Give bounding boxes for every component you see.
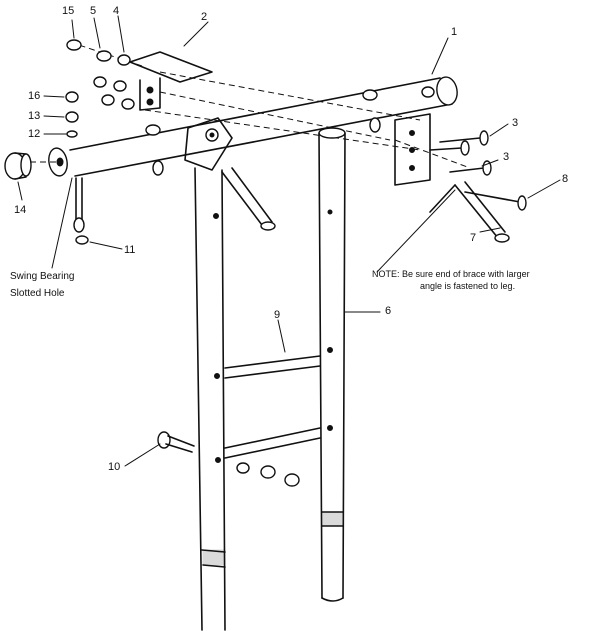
- part-label-10: 10: [108, 461, 121, 473]
- assembly-note-line-1: NOTE: Be sure end of brace with larger: [372, 269, 530, 279]
- part-label-13: 13: [28, 110, 41, 122]
- part-label-3-lower: 3: [503, 151, 510, 163]
- right-brace: [429, 181, 510, 243]
- left-brace: [221, 167, 276, 231]
- part-label-7: 7: [470, 232, 477, 244]
- part-label-9: 9: [274, 309, 281, 321]
- part-label-1: 1: [451, 26, 458, 38]
- right-leg: [318, 127, 346, 602]
- part-label-8: 8: [562, 173, 569, 185]
- part-label-16: 16: [28, 90, 41, 102]
- part-label-4: 4: [113, 5, 120, 17]
- top-bracket: [129, 51, 213, 111]
- part-label-12: 12: [28, 128, 41, 140]
- end-cap: [4, 152, 32, 180]
- part-label-11: 11: [124, 244, 136, 256]
- swing-bearing-caption-line-2: Slotted Hole: [10, 288, 65, 299]
- right-leg-bracket: [394, 113, 431, 186]
- lower-bolt: [157, 431, 195, 453]
- part-label-14: 14: [14, 204, 27, 216]
- swing-hanger: [73, 177, 89, 245]
- part-label-3-upper: 3: [512, 117, 519, 129]
- top-beam: [48, 76, 458, 177]
- hardware-stack: [65, 39, 435, 487]
- part-label-15: 15: [62, 5, 75, 17]
- part-label-2: 2: [201, 11, 208, 23]
- leader-arrows: [17, 15, 561, 467]
- assembly-note-line-2: angle is fastened to leg.: [420, 281, 516, 291]
- part-label-6: 6: [385, 305, 392, 317]
- part-label-5: 5: [90, 5, 97, 17]
- ladder-rungs: [224, 355, 321, 459]
- center-hub: [184, 117, 233, 171]
- swing-bearing-caption: Swing Bearing Slotted Hole: [10, 268, 74, 302]
- assembly-note: NOTE: Be sure end of brace with larger a…: [372, 268, 530, 292]
- left-leg: [194, 167, 226, 631]
- assembly-lines: [30, 41, 471, 169]
- swing-bearing-caption-line-1: Swing Bearing: [10, 271, 75, 282]
